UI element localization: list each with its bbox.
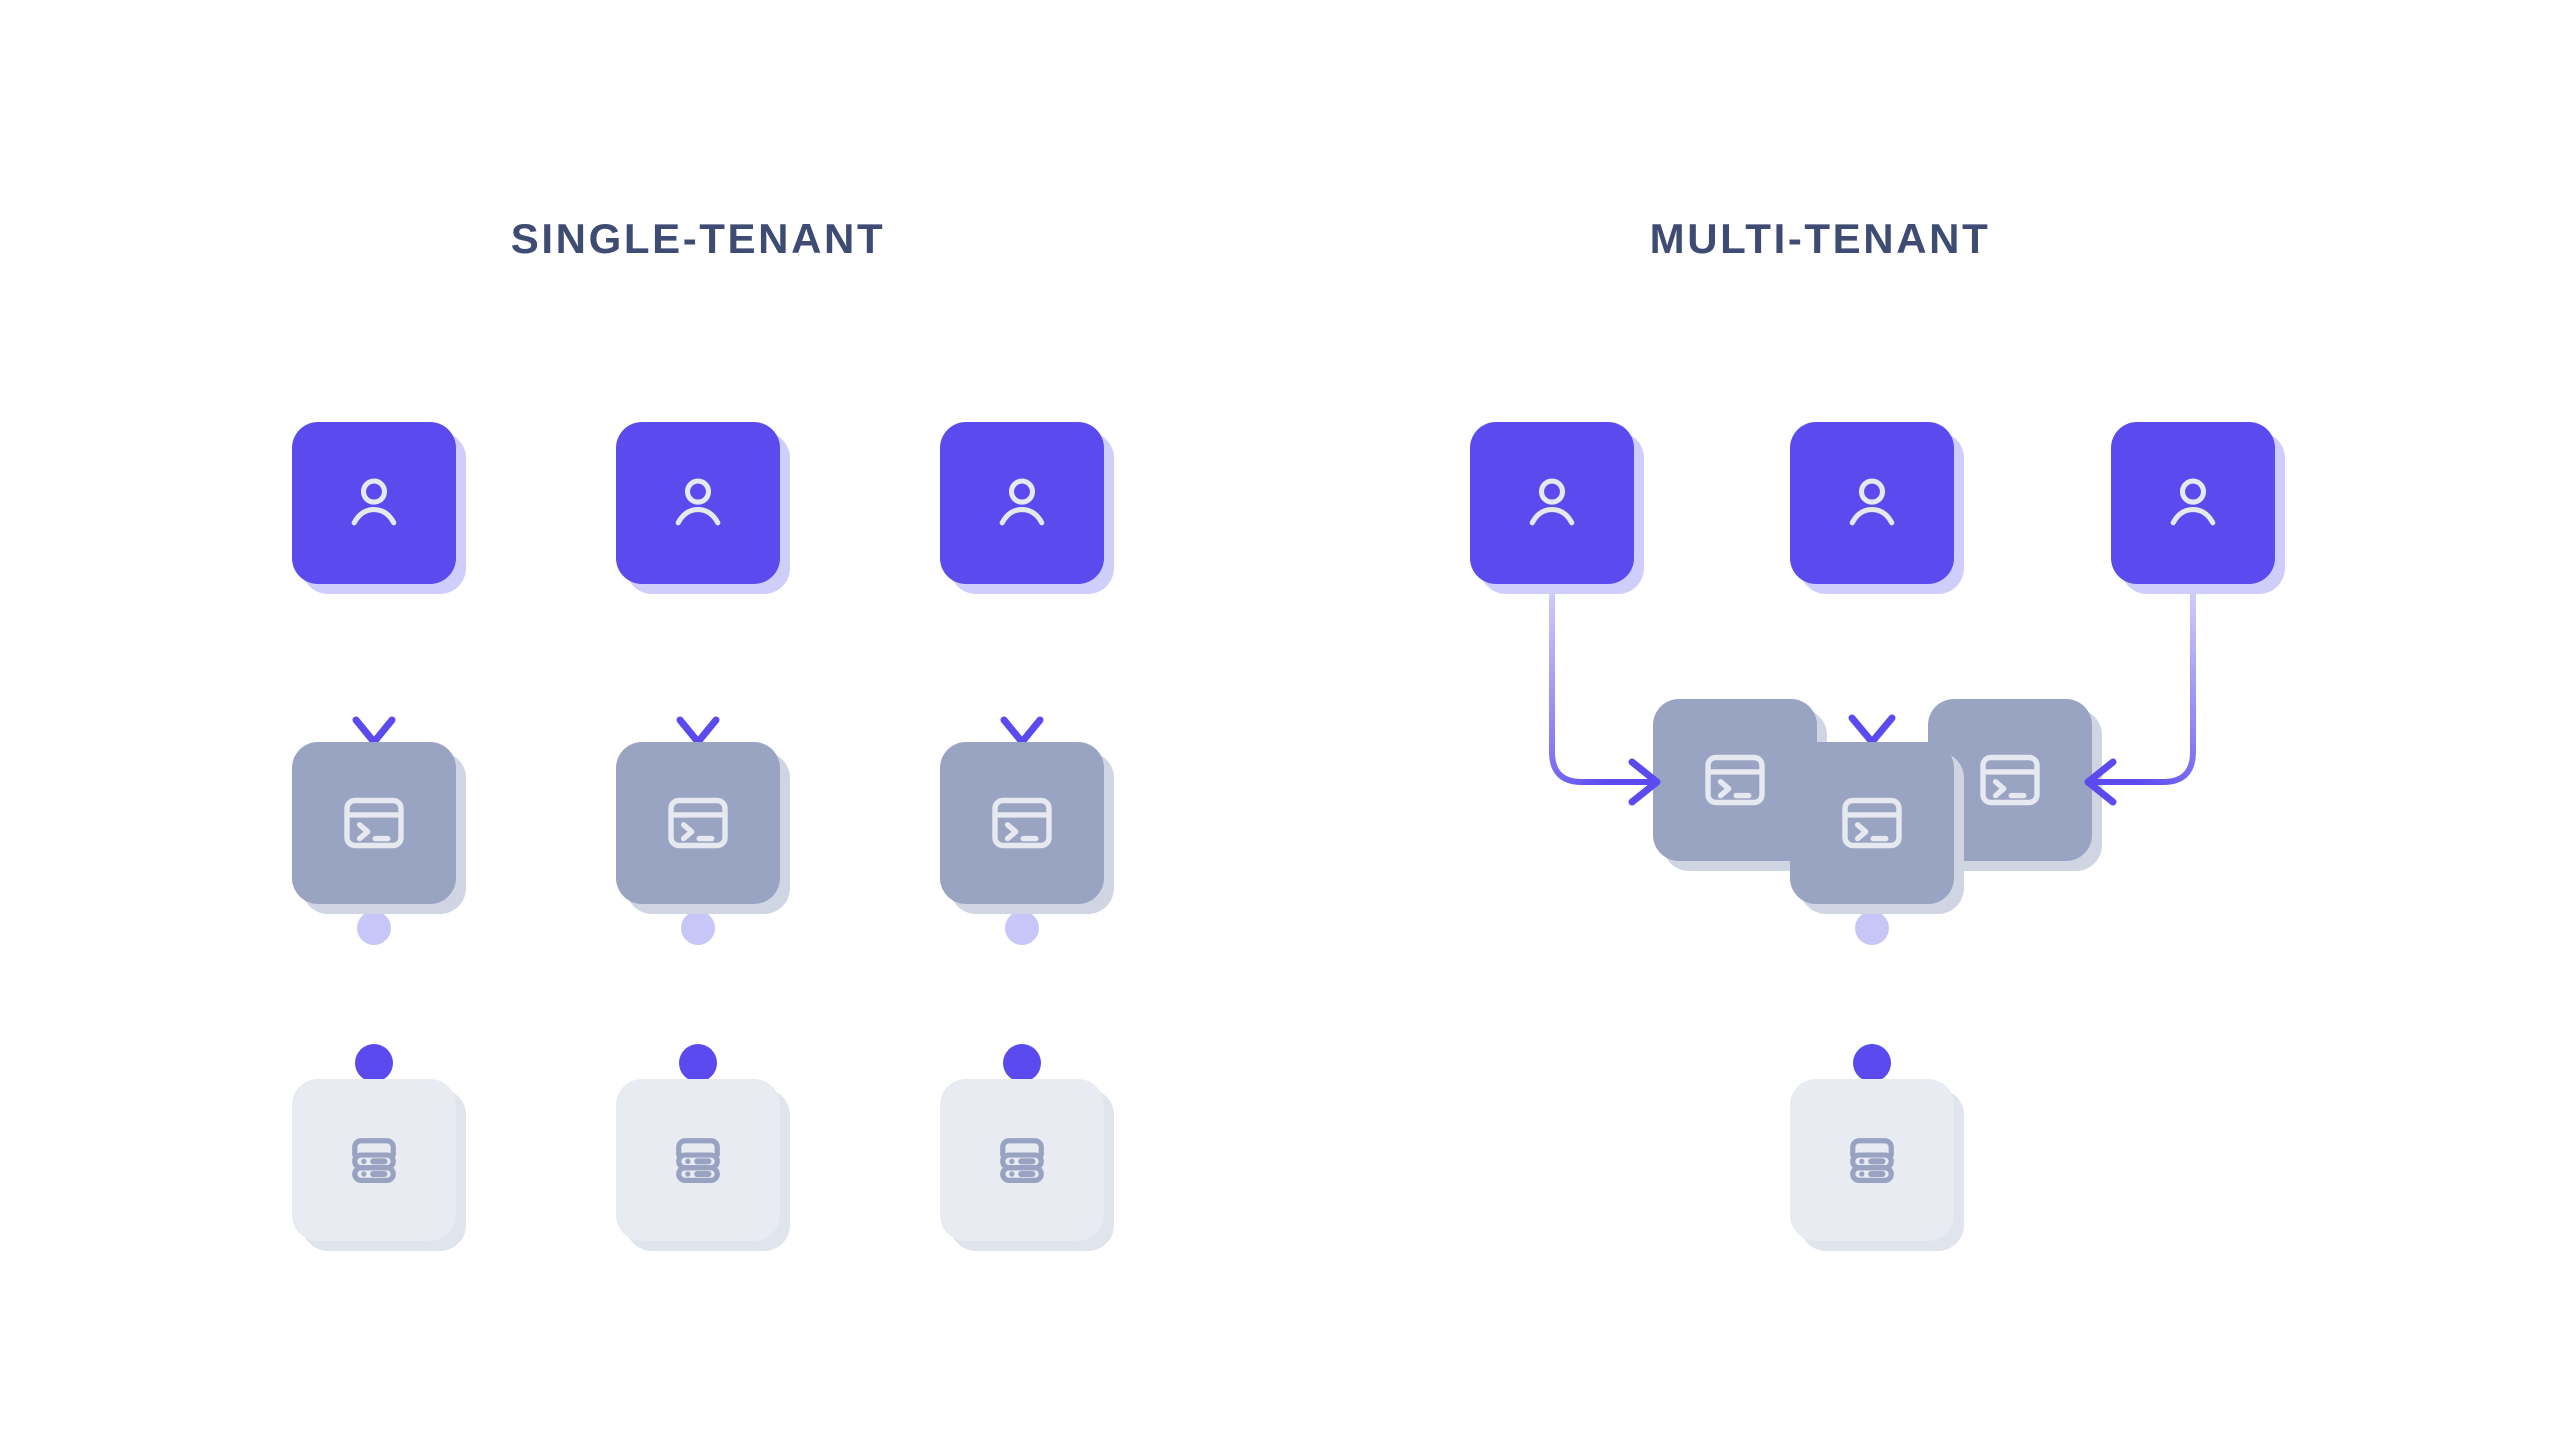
card-user-single-3[interactable] xyxy=(940,422,1114,594)
card-face xyxy=(1653,699,1817,861)
terminal-icon xyxy=(992,797,1052,849)
terminal-icon xyxy=(1842,797,1902,849)
panel-title-multi-tenant: MULTI-TENANT xyxy=(1649,215,1991,262)
terminal-icon xyxy=(1705,754,1765,806)
card-database-single-1[interactable] xyxy=(292,1079,466,1251)
card-database-single-3[interactable] xyxy=(940,1079,1114,1251)
user-icon xyxy=(675,478,721,526)
database-icon xyxy=(1000,1138,1044,1183)
card-user-multi-3[interactable] xyxy=(2111,422,2285,594)
database-icon xyxy=(676,1138,720,1183)
card-face xyxy=(292,422,456,584)
user-icon xyxy=(999,478,1045,526)
card-terminal-single-1[interactable] xyxy=(292,742,466,914)
card-face xyxy=(2111,422,2275,584)
user-icon xyxy=(1849,478,1895,526)
panel-title-single-tenant: SINGLE-TENANT xyxy=(510,215,886,262)
card-face xyxy=(616,422,780,584)
terminal-icon xyxy=(344,797,404,849)
card-user-multi-2[interactable] xyxy=(1790,422,1964,594)
database-icon xyxy=(352,1138,396,1183)
card-face xyxy=(1790,422,1954,584)
card-face xyxy=(1790,1079,1954,1241)
user-icon xyxy=(351,478,397,526)
card-face xyxy=(1790,742,1954,904)
card-terminal-multi-center[interactable] xyxy=(1790,742,1964,914)
card-face xyxy=(940,742,1104,904)
card-face xyxy=(1470,422,1634,584)
card-terminal-single-2[interactable] xyxy=(616,742,790,914)
card-face xyxy=(292,1079,456,1241)
terminal-icon xyxy=(1980,754,2040,806)
database-icon xyxy=(1850,1138,1894,1183)
card-face xyxy=(616,1079,780,1241)
card-user-single-2[interactable] xyxy=(616,422,790,594)
card-face xyxy=(940,1079,1104,1241)
user-icon xyxy=(2170,478,2216,526)
card-database-multi-shared[interactable] xyxy=(1790,1079,1964,1251)
card-terminal-single-3[interactable] xyxy=(940,742,1114,914)
card-user-multi-1[interactable] xyxy=(1470,422,1644,594)
card-user-single-1[interactable] xyxy=(292,422,466,594)
card-database-single-2[interactable] xyxy=(616,1079,790,1251)
user-icon xyxy=(1529,478,1575,526)
card-face xyxy=(292,742,456,904)
terminal-icon xyxy=(668,797,728,849)
card-face xyxy=(616,742,780,904)
card-face xyxy=(940,422,1104,584)
